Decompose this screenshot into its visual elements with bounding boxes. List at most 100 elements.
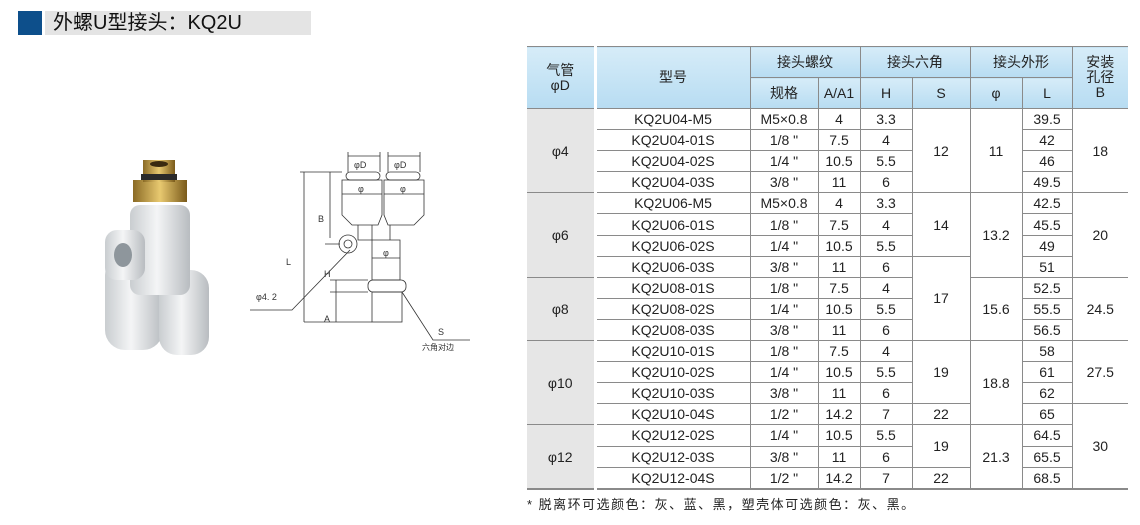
thread-spec-cell: 1/4 " <box>749 424 819 447</box>
dimension-drawing: φD φD φ φ φ B L H A φ4. 2 S 六角对边 <box>250 152 470 352</box>
thread-spec-cell: 1/4 " <box>749 150 819 173</box>
outline-phi-cell: 15.6 <box>969 276 1023 342</box>
outline-l-cell: 39.5 <box>1021 107 1073 131</box>
hex-h-cell: 4 <box>859 129 913 152</box>
header-model: 型号 <box>594 46 751 109</box>
outline-l-cell: 68.5 <box>1021 466 1073 490</box>
label-phid-left: φD <box>354 160 367 170</box>
hex-h-cell: 3.3 <box>859 107 913 131</box>
header-thread-a: A/A1 <box>817 77 861 109</box>
thread-spec-cell: 3/8 " <box>749 171 819 194</box>
header-hex-s: S <box>911 77 971 109</box>
outline-l-cell: 52.5 <box>1021 276 1073 299</box>
outline-phi-cell: 21.3 <box>969 424 1023 490</box>
thread-spec-cell: 1/8 " <box>749 213 819 236</box>
thread-a-cell: 7.5 <box>817 129 861 152</box>
thread-a-cell: 11 <box>817 255 861 278</box>
hex-h-cell: 5.5 <box>859 150 913 173</box>
thread-a-cell: 7.5 <box>817 276 861 299</box>
thread-spec-cell: 1/8 " <box>749 276 819 299</box>
model-cell: KQ2U12-04S <box>594 466 751 490</box>
outline-l-cell: 49.5 <box>1021 171 1073 194</box>
thread-spec-cell: 1/8 " <box>749 340 819 363</box>
model-cell: KQ2U04-M5 <box>594 107 751 131</box>
hex-h-cell: 5.5 <box>859 297 913 320</box>
outline-l-cell: 64.5 <box>1021 424 1073 447</box>
outline-l-cell: 42 <box>1021 129 1073 152</box>
label-hex: 六角对边 <box>422 342 454 352</box>
hex-h-cell: 7 <box>859 403 913 426</box>
hex-h-cell: 4 <box>859 213 913 236</box>
outline-phi-cell: 18.8 <box>969 340 1023 426</box>
thread-a-cell: 11 <box>817 382 861 405</box>
label-phid-right: φD <box>394 160 407 170</box>
thread-spec-cell: M5×0.8 <box>749 192 819 215</box>
hex-h-cell: 3.3 <box>859 192 913 215</box>
spec-table: 气管 φD 型号 接头螺纹 接头六角 接头外形 安装 孔径 B 规格 A/A1 … <box>527 46 1128 490</box>
thread-a-cell: 4 <box>817 107 861 131</box>
outline-phi-cell: 11 <box>969 107 1023 194</box>
product-photo <box>105 160 209 355</box>
header-mount: 安装 孔径 B <box>1071 46 1128 109</box>
outline-l-cell: 61 <box>1021 361 1073 384</box>
title-text: 外螺U型接头：KQ2U <box>45 11 311 35</box>
label-l: L <box>286 257 291 267</box>
model-cell: KQ2U12-03S <box>594 445 751 468</box>
thread-spec-cell: 3/8 " <box>749 318 819 342</box>
header-outline-l: L <box>1021 77 1073 109</box>
model-cell: KQ2U08-03S <box>594 318 751 342</box>
outline-l-cell: 46 <box>1021 150 1073 173</box>
thread-a-cell: 7.5 <box>817 340 861 363</box>
tube-size-cell: φ12 <box>527 424 597 490</box>
hex-h-cell: 6 <box>859 318 913 342</box>
outline-l-cell: 58 <box>1021 340 1073 363</box>
title-marker <box>18 11 42 35</box>
thread-a-cell: 10.5 <box>817 234 861 257</box>
label-h: H <box>324 269 331 279</box>
model-cell: KQ2U10-01S <box>594 340 751 363</box>
hex-h-cell: 6 <box>859 445 913 468</box>
hex-s-cell: 22 <box>911 403 971 426</box>
mount-hole-cell: 27.5 <box>1071 340 1128 405</box>
mount-hole-cell: 24.5 <box>1071 276 1128 342</box>
thread-a-cell: 10.5 <box>817 297 861 320</box>
hex-h-cell: 6 <box>859 382 913 405</box>
header-thread-spec: 规格 <box>749 77 819 109</box>
model-cell: KQ2U12-02S <box>594 424 751 447</box>
label-a: A <box>324 314 330 324</box>
thread-a-cell: 14.2 <box>817 466 861 490</box>
model-cell: KQ2U06-01S <box>594 213 751 236</box>
model-cell: KQ2U04-02S <box>594 150 751 173</box>
tube-size-cell: φ6 <box>527 192 597 278</box>
hex-s-cell: 14 <box>911 192 971 257</box>
hex-s-cell: 19 <box>911 340 971 405</box>
header-outline: 接头外形 <box>969 46 1073 78</box>
thread-a-cell: 11 <box>817 171 861 194</box>
hex-s-cell: 17 <box>911 255 971 342</box>
model-cell: KQ2U10-04S <box>594 403 751 426</box>
thread-spec-cell: 1/2 " <box>749 466 819 490</box>
mount-hole-cell: 20 <box>1071 192 1128 278</box>
outline-l-cell: 55.5 <box>1021 297 1073 320</box>
thread-spec-cell: 3/8 " <box>749 445 819 468</box>
header-tube: 气管 φD <box>527 46 597 109</box>
thread-spec-cell: 3/8 " <box>749 382 819 405</box>
outline-l-cell: 45.5 <box>1021 213 1073 236</box>
header-hex-h: H <box>859 77 913 109</box>
model-cell: KQ2U08-01S <box>594 276 751 299</box>
header-hex: 接头六角 <box>859 46 971 78</box>
label-hole: φ4. 2 <box>256 292 277 302</box>
